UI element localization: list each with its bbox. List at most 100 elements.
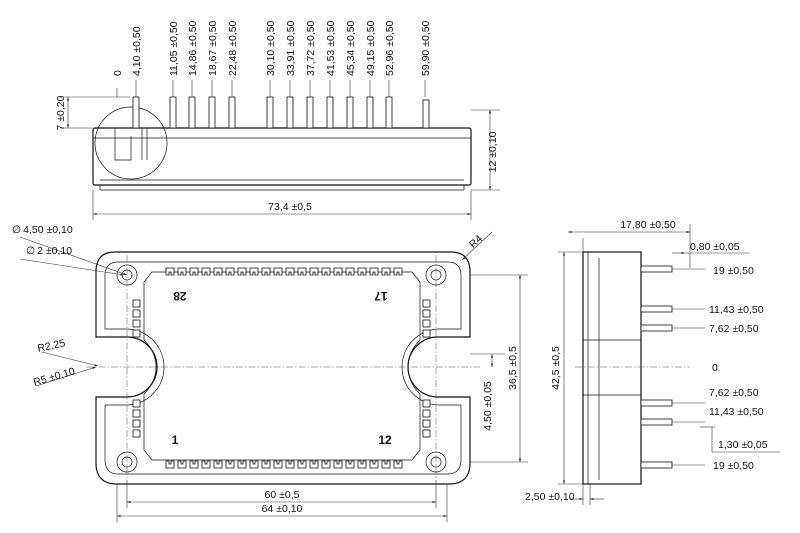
pin-pad — [177, 267, 187, 276]
side-height-label: 42,5 ±0,5 — [550, 346, 562, 390]
pin-position-label: 45,34 ±0,50 — [345, 20, 357, 76]
side-pin — [640, 461, 673, 469]
pin-height-label: 7 ±0,20 — [55, 95, 67, 130]
top-view-body — [92, 127, 472, 186]
plan-view: 28 17 1 12 ∅4,50 ±0,10 ∅2 ±0,10 R4 R2,25… — [12, 224, 528, 522]
pin-pad — [381, 460, 391, 469]
hole-spacing-label: 60 ±0,5 — [265, 489, 300, 501]
pin-number-12: 12 — [378, 433, 392, 447]
pin-pad — [237, 267, 247, 276]
pin-position-label: 18,67 ±0,50 — [207, 20, 219, 76]
top-pin — [169, 96, 177, 129]
pin-pad — [422, 409, 431, 418]
pin-pad — [321, 460, 331, 469]
pin-pad — [422, 429, 431, 438]
top-pin — [266, 96, 274, 129]
top-pin — [188, 96, 196, 129]
side-pin — [640, 418, 673, 426]
pin-pad — [333, 460, 343, 469]
pin-pad — [189, 460, 199, 469]
body-height-label: 12 ±0,10 — [487, 131, 499, 172]
pin-pad — [422, 329, 431, 338]
pin-pad — [357, 460, 367, 469]
pin-offset-11-top: 11,43 ±0,50 — [709, 304, 764, 316]
side-depth-label: 17,80 ±0,50 — [620, 219, 676, 231]
pin-position-label: 33,91 ±0,50 — [285, 20, 297, 76]
pin-position-label: 37,72 ±0,50 — [305, 20, 317, 76]
top-pin — [326, 96, 334, 129]
pin-position-label: 0 — [112, 70, 124, 76]
overall-length-top-label: 73,4 ±0,5 — [268, 201, 312, 213]
pin-pad — [132, 429, 141, 438]
pin-position-label: 49,15 ±0,50 — [365, 20, 377, 76]
side-pin — [640, 324, 673, 332]
pin-pad — [165, 460, 175, 469]
pin-pad — [201, 267, 211, 276]
side-pin — [640, 399, 673, 407]
pin-pad — [213, 267, 223, 276]
base-offset-label: 2,50 ±0,10 — [525, 491, 575, 503]
pin-pad — [393, 460, 403, 469]
pin-offset-7-top: 7,62 ±0,50 — [709, 323, 759, 335]
pin-position-label: 59,90 ±0,50 — [420, 20, 432, 76]
pin-pad — [309, 460, 319, 469]
pin-pad — [201, 460, 211, 469]
pin-pad — [132, 419, 141, 428]
pin-pad — [297, 460, 307, 469]
pin-pad — [285, 267, 295, 276]
pin-pad — [369, 267, 379, 276]
pin-pad — [165, 267, 175, 276]
side-view: 17,80 ±0,50 0,80 ±0,05 42,5 ±0,5 19 ±0,5… — [525, 219, 780, 505]
pin-position-label: 4,10 ±0,50 — [131, 26, 143, 76]
pin-position-label: 52,96 ±0,50 — [384, 20, 396, 76]
section-detail-circle — [94, 106, 168, 180]
plan-outline — [95, 251, 471, 485]
pin-pad — [225, 460, 235, 469]
pin-pad — [273, 267, 283, 276]
pin-pad — [249, 460, 259, 469]
pin-position-label: 30,10 ±0,50 — [265, 20, 277, 76]
pin-pad — [249, 267, 259, 276]
pin-pad — [132, 319, 141, 328]
pin-pad — [381, 267, 391, 276]
side-pin — [640, 265, 673, 273]
pin-pad — [132, 399, 141, 408]
pin-thickness-label: 0,80 ±0,05 — [690, 241, 740, 253]
pin-pad — [261, 460, 271, 469]
pin-pad — [422, 319, 431, 328]
top-pin — [208, 96, 216, 129]
pin-position-label: 22,48 ±0,50 — [227, 20, 239, 76]
pin-pad — [333, 267, 343, 276]
inner-cavity — [143, 271, 421, 461]
pin-position-label: 11,05 ±0,50 — [168, 21, 180, 76]
pin-pad — [213, 460, 223, 469]
pin-pad — [345, 460, 355, 469]
pin-pad — [297, 267, 307, 276]
top-pin — [132, 96, 140, 129]
top-view: 0 4,10 ±0,50 11,05 ±0,50 14,86 ±0,50 18,67 ±… — [55, 20, 500, 220]
top-pin — [286, 96, 294, 129]
side-pin — [640, 305, 673, 313]
pin-pad — [225, 267, 235, 276]
pin-pad — [422, 299, 431, 308]
pin-number-28: 28 — [173, 289, 187, 303]
pin-pad — [321, 267, 331, 276]
notch-inner-radius-label: R2,25 — [36, 337, 66, 355]
pin-pad — [261, 267, 271, 276]
pin-position-label: 14,86 ±0,50 — [187, 20, 199, 76]
pin-pad — [132, 299, 141, 308]
pin-offset-19-bottom: 19 ±0,50 — [713, 460, 754, 472]
pin-pad — [273, 460, 283, 469]
pin-pad — [285, 460, 295, 469]
corner-radius-label: R4 — [467, 233, 485, 251]
top-pin — [385, 96, 393, 129]
pin-pad — [422, 309, 431, 318]
pin-pad — [132, 329, 141, 338]
pin-pad — [422, 399, 431, 408]
pin-pad — [177, 460, 187, 469]
pin-number-17: 17 — [374, 289, 388, 303]
top-pin — [306, 96, 314, 129]
pin-pad — [132, 309, 141, 318]
pin-pad — [132, 409, 141, 418]
mount-hole-dia-label: ∅4,50 ±0,10 — [12, 224, 73, 236]
